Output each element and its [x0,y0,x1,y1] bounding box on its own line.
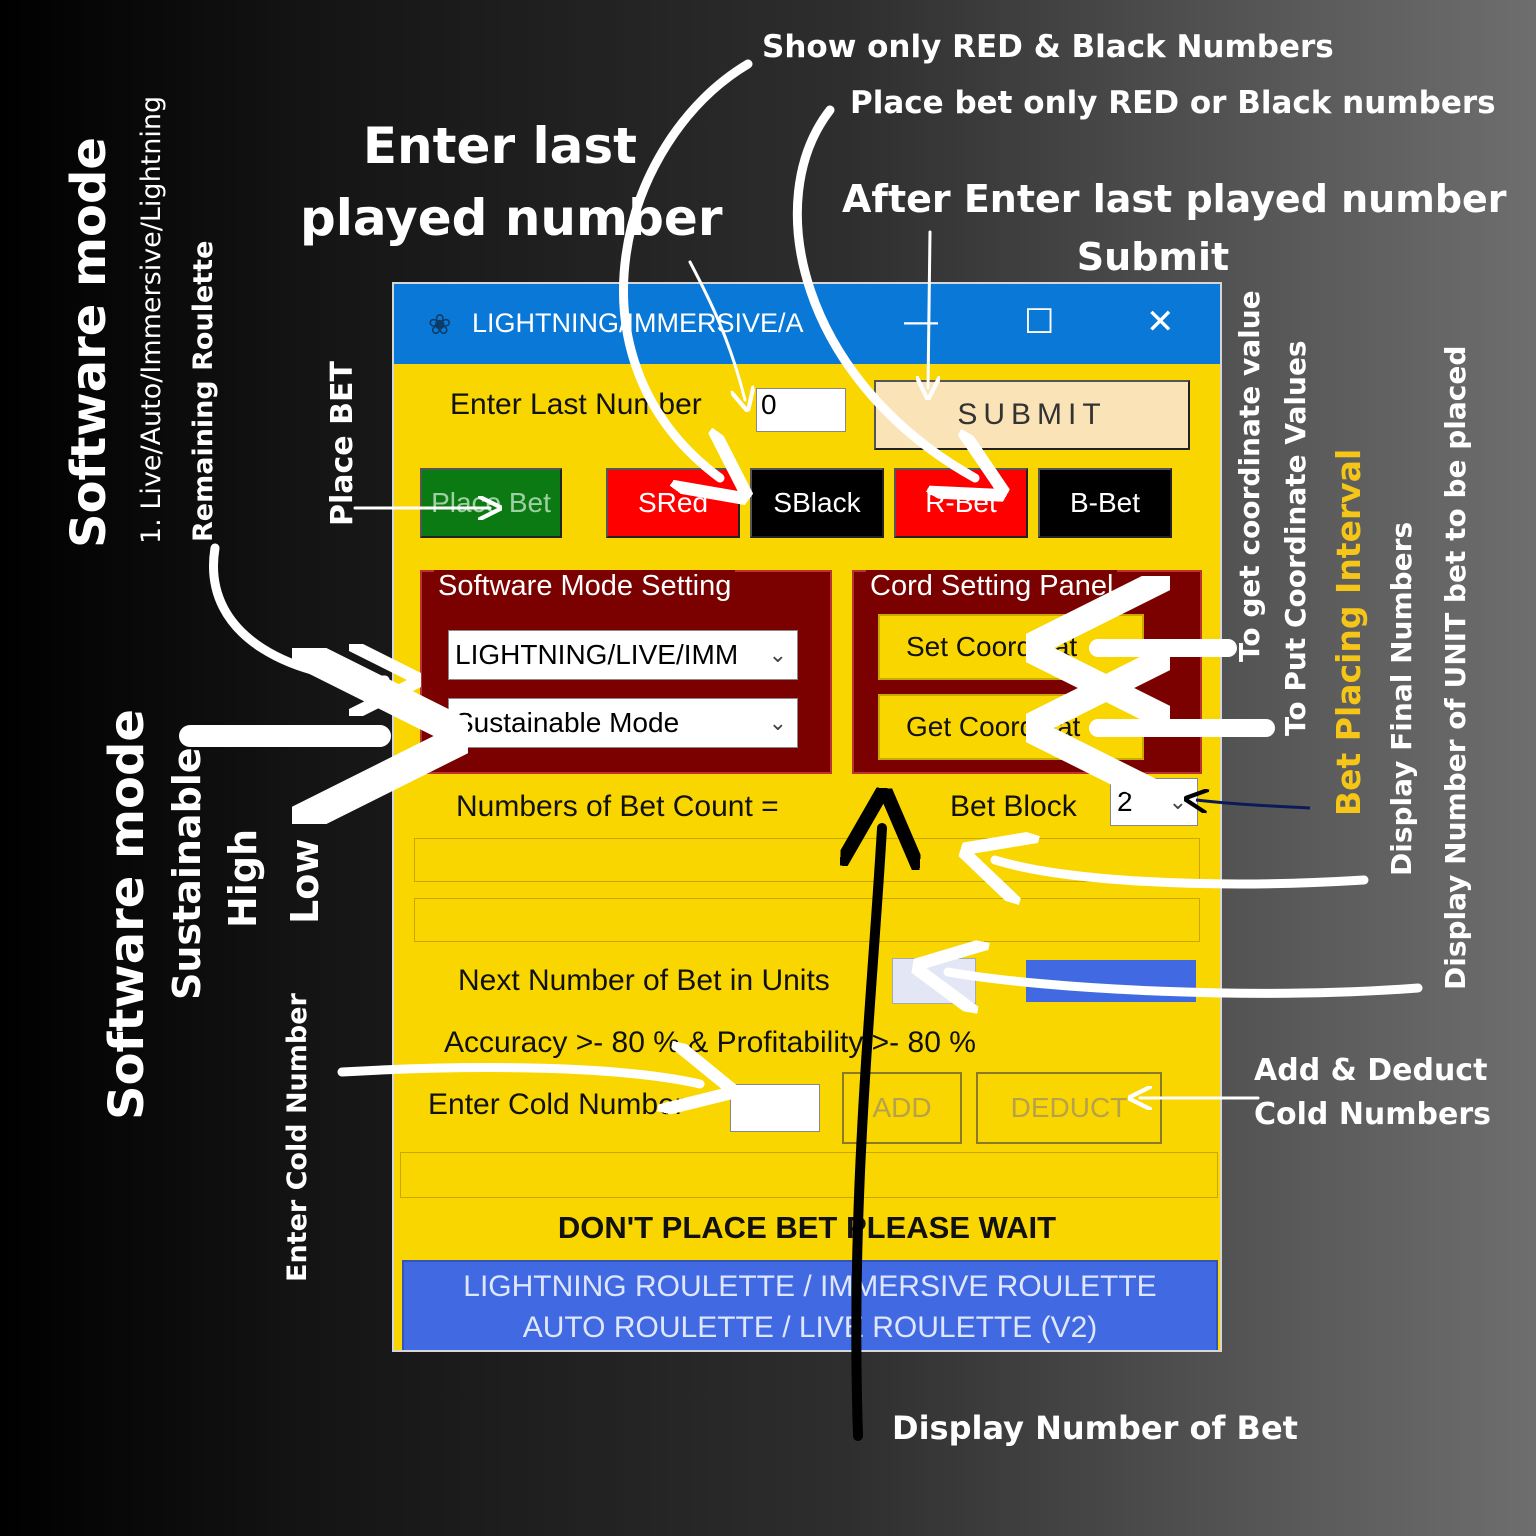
annotation-enter-last-line1: Enter last [362,117,638,175]
bet-count-label: Numbers of Bet Count = [456,790,779,823]
annotation-enter-cold: Enter Cold Number [282,993,313,1282]
window-title: LIGHTNING/IMMERSIVE/A [472,308,804,338]
annotation-display-units: Display Number of UNIT bet to be placed [1439,345,1472,990]
annotation-modes-list: 1. Live/Auto/Immersive/Lightning [136,95,167,544]
annotation-display-final: Display Final Numbers [1385,521,1418,876]
bet-units-display [414,898,1200,942]
app-window: ❀ LIGHTNING/IMMERSIVE/A — ☐ ✕ Enter Last… [392,282,1222,1352]
arrow-submit [928,230,930,388]
chevron-down-icon: ⌄ [1168,789,1187,814]
annotation-display-bet: Display Number of Bet [892,1409,1298,1447]
strategy-select[interactable]: Sustainable Mode ⌄ [448,698,798,748]
annotation-enter-last-line2: played number [300,189,723,247]
bbet-button[interactable]: B-Bet [1038,468,1172,538]
annotation-add-deduct-line1: Add & Deduct [1254,1053,1488,1088]
arrow-bet-count [856,828,882,1441]
title-bar: ❀ LIGHTNING/IMMERSIVE/A — ☐ ✕ [394,284,1220,364]
strategy-select-value: Sustainable Mode [455,707,680,738]
arrow-final-numbers [995,860,1369,884]
version-banner: LIGHTNING ROULETTE / IMMERSIVE ROULETTE … [402,1260,1218,1350]
annotation-after-enter-line2: Submit [1076,235,1230,279]
arrow-sred [619,59,748,478]
last-number-input[interactable]: 0 [756,388,846,432]
arrow-last-number [688,260,745,400]
enter-cold-number-label: Enter Cold Number [428,1088,685,1121]
status-message: DON'T PLACE BET PLEASE WAIT [557,1210,1057,1245]
annotation-place-bet: Place BET [325,361,360,526]
banner-line-1: LIGHTNING ROULETTE / IMMERSIVE ROULETTE [463,1270,1157,1303]
annotation-get-coordinate: To get coordinate value [1233,290,1266,662]
annotation-remaining-roulette: Remaining Roulette [188,240,219,542]
mode-select[interactable]: LIGHTNING/LIVE/IMM ⌄ [448,630,798,680]
annotation-low: Low [283,838,327,924]
chevron-down-icon: ⌄ [768,710,787,735]
software-mode-frame: Software Mode Setting LIGHTNING/LIVE/IMM… [420,570,832,774]
arrow-rbet [792,105,975,478]
annotation-software-mode-top: Software mode [61,137,117,548]
mode-select-value: LIGHTNING/LIVE/IMM [455,639,739,670]
cold-numbers-display [400,1152,1218,1198]
next-units-label: Next Number of Bet in Units [458,964,830,997]
annotation-after-enter-line1: After Enter last played number [842,177,1507,221]
feather-icon: ❀ [428,309,452,340]
annotation-bet-interval: Bet Placing Interval [1329,448,1368,816]
software-mode-frame-label: Software Mode Setting [434,570,736,603]
close-button[interactable]: ✕ [1146,303,1175,341]
banner-line-2: AUTO ROULETTE / LIVE ROULETTE (V2) [522,1311,1098,1344]
arrow-bet-interval [1196,800,1311,808]
maximize-button[interactable]: ☐ [1024,303,1055,341]
annotation-sustainable: Sustainable [165,747,209,1000]
chevron-down-icon: ⌄ [768,642,787,667]
annotation-place-red-black: Place bet only RED or Black numbers [850,85,1496,121]
arrow-units [948,972,1423,993]
arrow-cold-number [337,1068,700,1084]
minimize-button[interactable]: — [904,302,938,340]
arrow-mode-select [209,543,385,680]
annotation-add-deduct-line2: Cold Numbers [1254,1097,1492,1132]
annotation-high: High [221,828,265,928]
annotation-put-coordinate: To Put Coordinate Values [1279,340,1312,736]
annotation-software-mode-bottom: Software mode [99,709,155,1120]
cold-number-input[interactable] [730,1084,820,1132]
annotation-show-red-black: Show only RED & Black Numbers [762,29,1334,65]
